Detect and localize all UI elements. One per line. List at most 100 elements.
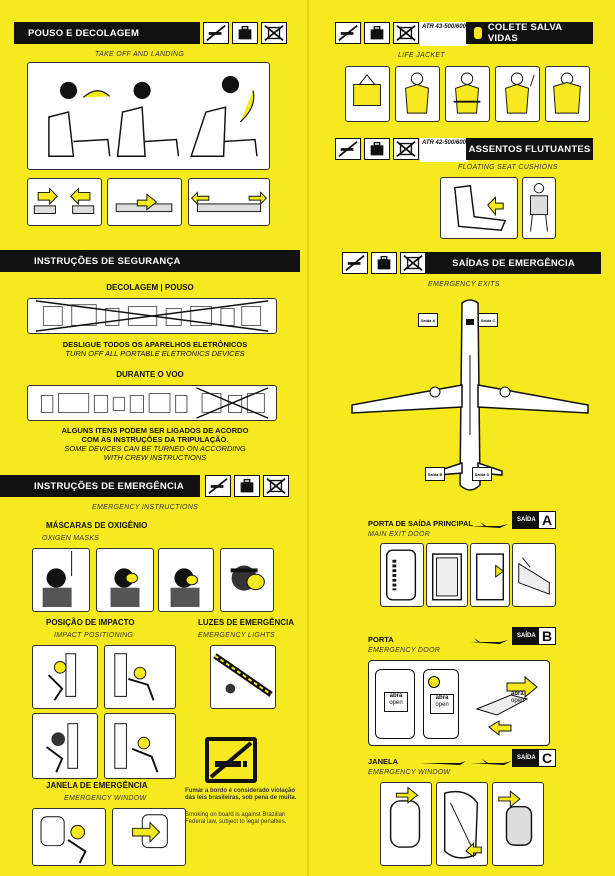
window-c-title: JANELA	[368, 757, 399, 766]
door-b-open-1: open	[389, 700, 403, 706]
lifejacket-step-5	[545, 66, 590, 122]
window-step-1	[32, 808, 106, 866]
saida-letter-a: A	[538, 511, 556, 529]
seatbelt-step-1	[27, 178, 102, 226]
door-b-subtitle: EMERGENCY DOOR	[368, 647, 441, 654]
no-item-icons-1	[203, 22, 287, 44]
mask-step-4	[220, 548, 274, 612]
section-bar-assentos: ASSENTOS FLUTUANTES	[466, 138, 593, 160]
baggage-icon	[232, 22, 258, 44]
section-bar-pouso: POUSO E DECOLAGEM	[14, 22, 200, 44]
impact-position-3	[32, 713, 98, 779]
window-c-step-1	[380, 782, 432, 866]
main-door-step-3	[470, 543, 510, 607]
exit-label-c-text: Saída C	[480, 317, 496, 323]
masks-subtitle: OXIGEN MASKS	[42, 535, 100, 542]
smoking-law-en: Smoking on board is against Brazilian Fe…	[185, 812, 287, 825]
baggage-icon	[234, 475, 260, 497]
emergency-lights-illustration	[210, 645, 276, 709]
baggage-icon	[364, 22, 390, 44]
badge-atr-43: ATR 43-500/600	[420, 22, 468, 46]
baggage-icon	[371, 252, 397, 274]
exit-label-b: Saída B	[425, 467, 445, 481]
section-subtitle-saidas: EMERGENCY EXITS	[428, 281, 500, 288]
section-subtitle-assentos: FLOATING SEAT CUSHIONS	[458, 164, 558, 171]
no-item-icons-3	[335, 22, 419, 44]
no-electronics-icon	[261, 22, 287, 44]
badge-atr-42: ATR 42-500/600	[420, 138, 468, 162]
no-electronics-icon	[263, 475, 289, 497]
no-smoking-icon	[335, 138, 361, 160]
window-c-plane-icon	[420, 753, 512, 765]
seats-upright-illustration	[27, 62, 270, 170]
section-title-emergencia: INSTRUÇÕES DE EMERGÊNCIA	[34, 480, 184, 492]
badge-atr-42-text: ATR 42-500/600	[422, 140, 466, 146]
section-title-colete: COLETE SALVA VIDAS	[487, 22, 562, 44]
section-title-assentos: ASSENTOS FLUTUANTES	[468, 143, 591, 155]
impact-position-4	[104, 713, 176, 779]
window-c-step-2	[436, 782, 488, 866]
section-title-seguranca: INSTRUÇÕES DE SEGURANÇA	[34, 255, 181, 267]
door-b-title: PORTA	[368, 635, 394, 644]
exit-label-a: Saída A	[418, 313, 438, 327]
impact-position-2	[104, 645, 176, 709]
impact-title: POSIÇÃO DE IMPACTO	[46, 618, 135, 627]
window-step-2	[112, 808, 186, 866]
warning-electronics-off: DESLIGUE TODOS OS APARELHOS ELETRÔNICOS …	[20, 340, 290, 358]
electronics-allowed-illustration	[27, 385, 277, 421]
exit-label-d: Saída D	[472, 467, 492, 481]
mask-step-1	[32, 548, 90, 612]
door-b-abra-2: abra	[435, 695, 449, 701]
lights-subtitle: EMERGENCY LIGHTS	[198, 632, 276, 639]
section-bar-saidas: SAÍDAS DE EMERGÊNCIA	[426, 252, 601, 274]
warning-electronics-off-pt: DESLIGUE TODOS OS APARELHOS ELETRÔNICOS	[62, 340, 248, 349]
seat-cushion-step-1	[440, 177, 518, 239]
no-electronics-icon	[393, 22, 419, 44]
exit-label-b-text: Saída B	[427, 471, 443, 477]
no-smoking-sign	[205, 737, 257, 783]
section-subtitle-emergencia: EMERGENCY INSTRUCTIONS	[92, 504, 199, 511]
mask-step-2	[96, 548, 154, 612]
lights-title: LUZES DE EMERGÊNCIA	[198, 618, 295, 627]
warning-allowed-pt-1: ALGUNS ITENS PODEM SER LIGADOS DE ACORDO	[61, 426, 249, 435]
saida-letter-c: C	[538, 749, 556, 767]
impact-position-1	[32, 645, 98, 709]
warning-allowed-en-1: SOME DEVICES CAN BE TURNED ON ACCORDING	[64, 444, 246, 453]
main-exit-plane-icon	[470, 516, 508, 528]
saida-tag-a-text: SAÍDA	[517, 517, 536, 523]
saida-tag-c-text: SAÍDA	[517, 755, 536, 761]
no-item-icons-4	[335, 138, 419, 160]
lifejacket-step-4	[495, 66, 540, 122]
no-smoking-icon	[335, 22, 361, 44]
impact-subtitle: IMPACT POSITIONING	[54, 632, 134, 639]
baggage-icon	[364, 138, 390, 160]
no-item-icons-2	[205, 475, 289, 497]
window-subtitle: EMERGENCY WINDOW	[64, 795, 147, 802]
main-exit-title: PORTA DE SAÍDA PRINCIPAL	[368, 519, 474, 528]
main-exit-subtitle: MAIN EXIT DOOR	[368, 531, 431, 538]
warning-allowed-en-2: WITH CREW INSTRUCTIONS	[103, 453, 207, 462]
section-subtitle-colete: LIFE JACKET	[398, 52, 445, 59]
aircraft-exit-map: Saída A Saída C Saída B Saída D	[340, 295, 600, 500]
lifejacket-step-3	[445, 66, 490, 122]
exit-label-d-text: Saída D	[474, 471, 490, 477]
card-fold	[307, 0, 309, 876]
door-b-arrow-icon	[428, 676, 440, 688]
door-b-step-3: abra open	[467, 669, 545, 739]
no-smoking-icon	[203, 22, 229, 44]
warning-electronics-off-en: TURN OFF ALL PORTABLE ELETRONICS DEVICES	[65, 349, 245, 358]
door-b-open-2: open	[435, 702, 449, 708]
door-b-open-3: open	[511, 698, 525, 704]
exit-label-c: Saída C	[478, 313, 498, 327]
no-smoking-icon	[342, 252, 368, 274]
warning-electronics-allowed: ALGUNS ITENS PODEM SER LIGADOS DE ACORDO…	[20, 426, 290, 462]
section-bar-emergencia: INSTRUÇÕES DE EMERGÊNCIA	[0, 475, 200, 497]
no-item-icons-5	[342, 252, 426, 274]
no-smoking-icon	[205, 475, 231, 497]
smoking-law-pt: Fumar a bordo é considerado violação das…	[185, 788, 297, 801]
no-electronics-icon	[400, 252, 426, 274]
